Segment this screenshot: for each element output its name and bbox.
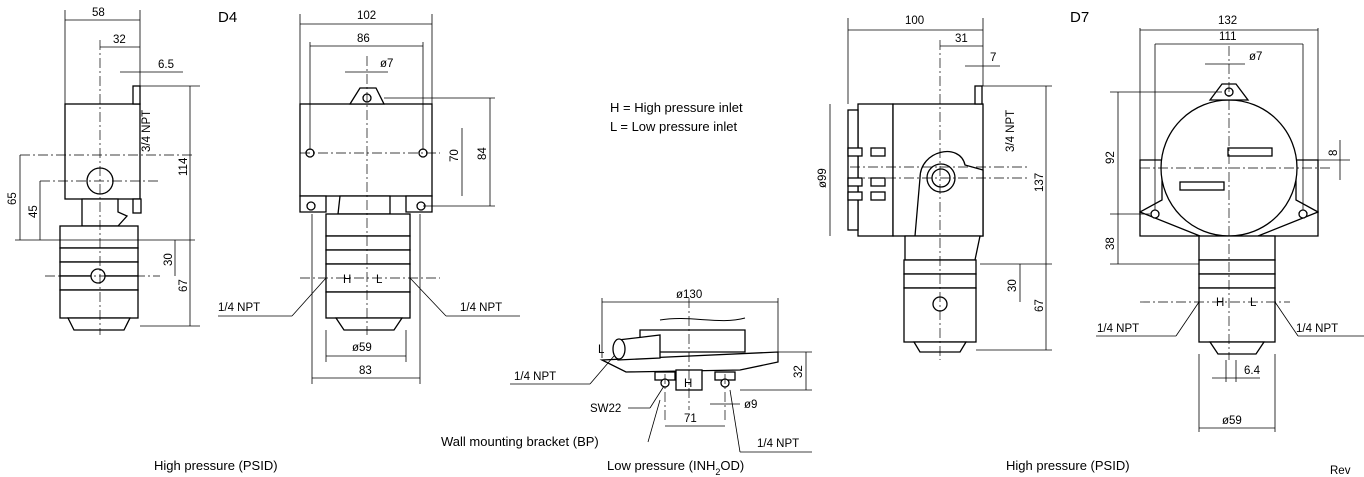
rev-label: Rev — [1330, 465, 1351, 477]
d4-side-dim-114: 114 — [178, 157, 190, 176]
d7-front-npt-left: 1/4 NPT — [1097, 323, 1139, 335]
d4-side-dim-67: 67 — [178, 279, 190, 292]
legend-low: L = Low pressure inlet — [610, 119, 737, 134]
center-dim-d9: ø9 — [744, 399, 757, 411]
d4-front-dim-86: 86 — [357, 33, 370, 45]
d4-front-label-l: L — [376, 274, 383, 286]
d4-side-dim-58: 58 — [92, 7, 105, 19]
d7-front-label-h: H — [1216, 297, 1224, 309]
d4-front-npt-right: 1/4 NPT — [460, 302, 502, 314]
d4-side-dim-6-5: 6.5 — [158, 59, 174, 71]
center-npt-left: 1/4 NPT — [514, 371, 556, 383]
d4-front-dim-d7: ø7 — [380, 58, 393, 70]
d4-front-dim-d59: ø59 — [352, 342, 372, 354]
d7-front-dim-38: 38 — [1105, 237, 1117, 250]
center-dim-d130: ø130 — [676, 289, 702, 301]
center-low-pressure-view: ø130 L H 1/4 NPT SW22 32 ø9 71 1/4 NPT W… — [441, 289, 812, 453]
d7-front-dim-d7: ø7 — [1249, 51, 1262, 63]
center-label-h: H — [684, 378, 692, 390]
d4-front-dim-70: 70 — [449, 149, 461, 162]
d7-front-label-l: L — [1250, 297, 1257, 309]
d7-title: D7 — [1070, 9, 1089, 26]
center-dim-71: 71 — [684, 413, 697, 425]
d7-side-dim-d99: ø99 — [817, 168, 829, 188]
d7-side-dim-7: 7 — [990, 52, 996, 64]
d7-front-view: 132 111 ø7 92 38 8 H L 1/4 NPT 1/4 NPT 6… — [1096, 15, 1364, 432]
d4-front-label-h: H — [343, 274, 351, 286]
d7-side-dim-137: 137 — [1034, 173, 1046, 192]
d7-front-dim-92: 92 — [1105, 151, 1117, 164]
d7-side-npt-3-4: 3/4 NPT — [1005, 110, 1017, 152]
d4-front-npt-left: 1/4 NPT — [218, 302, 260, 314]
center-dim-32: 32 — [793, 365, 805, 378]
d4-side-view: 58 32 6.5 3/4 NPT 114 65 45 30 67 — [7, 7, 200, 335]
d7-side-dim-31: 31 — [955, 33, 968, 45]
d4-side-dim-65: 65 — [7, 192, 19, 205]
caption-left: High pressure (PSID) — [154, 458, 278, 473]
wall-bracket-label: Wall mounting bracket (BP) — [441, 434, 599, 449]
caption-right: High pressure (PSID) — [1006, 458, 1130, 473]
d4-side-dim-32: 32 — [113, 34, 126, 46]
d4-front-dim-84: 84 — [477, 147, 489, 160]
d7-front-dim-6-4: 6.4 — [1244, 365, 1261, 377]
d4-title: D4 — [218, 9, 237, 26]
d4-front-dim-83: 83 — [359, 365, 372, 377]
legend-high: H = High pressure inlet — [610, 100, 743, 115]
d7-side-dim-30: 30 — [1007, 279, 1019, 292]
d7-front-dim-111: 111 — [1219, 31, 1236, 43]
d7-side-dim-67: 67 — [1034, 299, 1046, 312]
d4-front-dim-102: 102 — [357, 10, 376, 22]
center-npt-bottom: 1/4 NPT — [757, 438, 799, 450]
d4-front-view: 102 86 ø7 70 84 H L 1/4 NPT 1/4 NPT ø59 … — [218, 10, 520, 384]
d7-front-dim-8: 8 — [1328, 150, 1340, 156]
d7-front-npt-right: 1/4 NPT — [1296, 323, 1338, 335]
d4-side-dim-45: 45 — [28, 205, 40, 218]
d7-front-dim-d59: ø59 — [1222, 415, 1242, 427]
center-label-l: L — [598, 344, 605, 356]
d4-side-dim-30: 30 — [163, 253, 175, 266]
center-sw22: SW22 — [590, 403, 621, 415]
caption-center: Low pressure (INH2OD) — [607, 458, 744, 477]
d7-side-dim-100: 100 — [905, 15, 924, 27]
d7-front-dim-132: 132 — [1218, 15, 1237, 27]
d7-side-view: 100 31 7 ø99 3/4 NPT 137 30 67 — [817, 15, 1052, 360]
d4-side-npt-3-4: 3/4 NPT — [141, 110, 153, 152]
